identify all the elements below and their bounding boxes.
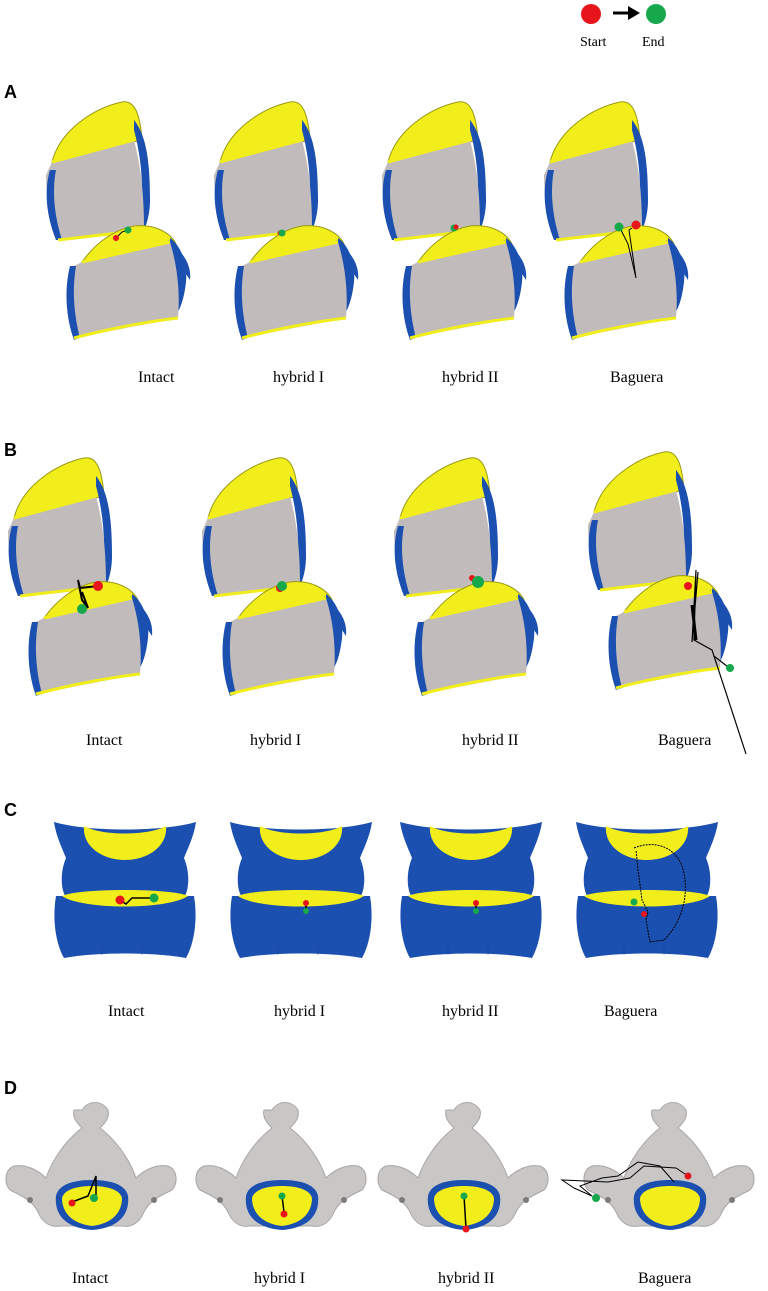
panel-c-hybrid2-model — [399, 821, 543, 959]
panel-d: D Intact hybrid I hybrid II Bagu — [4, 1078, 755, 1287]
start-marker — [113, 235, 119, 241]
legend: Start End — [580, 4, 666, 50]
panel-a-label-intact: Intact — [138, 369, 175, 386]
start-marker — [68, 1199, 76, 1207]
motion-path — [633, 844, 686, 943]
panel-c-label-intact: Intact — [108, 1003, 145, 1020]
panel-d-label-hybrid1: hybrid I — [254, 1270, 305, 1287]
start-marker — [115, 895, 125, 905]
panel-b-label-baguera: Baguera — [658, 732, 711, 749]
panel-a-letter: A — [4, 82, 17, 102]
panel-d-label-intact: Intact — [72, 1270, 109, 1287]
legend-end-label: End — [642, 35, 665, 50]
start-marker — [684, 582, 692, 590]
panel-c-hybrid1-model — [229, 821, 373, 959]
motion-path — [77, 579, 99, 609]
panel-b-intact-model — [6, 456, 154, 698]
legend-end-dot — [646, 4, 666, 24]
end-marker — [473, 908, 479, 914]
panel-c: C Intact hybrid I hybrid II Bagu — [4, 800, 719, 1020]
panel-a-label-hybrid1: hybrid I — [273, 369, 324, 386]
panel-a-hybrid2-model — [380, 100, 528, 342]
panel-a-label-baguera: Baguera — [610, 369, 663, 386]
start-marker — [462, 1225, 470, 1233]
panel-b: B Intact hybrid I hybrid II Baguera — [4, 440, 747, 755]
panel-b-hybrid1-model — [200, 456, 348, 698]
panel-c-label-baguera: Baguera — [604, 1003, 657, 1020]
end-marker — [149, 893, 159, 903]
panel-d-hybrid2-model — [377, 1102, 549, 1233]
panel-d-intact-model — [5, 1102, 177, 1231]
panel-b-label-hybrid2: hybrid II — [462, 732, 518, 749]
motion-path — [619, 227, 637, 279]
end-marker — [124, 226, 132, 234]
panel-a-hybrid1-model — [212, 100, 360, 342]
start-marker — [684, 1172, 692, 1180]
end-marker — [77, 604, 87, 614]
end-marker — [630, 898, 638, 906]
start-marker — [280, 1210, 288, 1218]
panel-b-label-intact: Intact — [86, 732, 123, 749]
motion-path — [71, 1175, 97, 1203]
start-marker — [303, 900, 309, 906]
panel-a: A Intact hybrid I hybrid II Baguera — [4, 82, 690, 386]
end-marker — [460, 1192, 468, 1200]
panel-b-label-hybrid1: hybrid I — [250, 732, 301, 749]
start-marker — [93, 581, 103, 591]
end-marker — [726, 664, 734, 672]
legend-start-dot — [581, 4, 601, 24]
start-marker — [453, 224, 459, 230]
end-marker — [303, 908, 309, 914]
panel-d-label-baguera: Baguera — [638, 1270, 691, 1287]
panel-a-label-hybrid2: hybrid II — [442, 369, 498, 386]
panel-d-letter: D — [4, 1078, 17, 1098]
panel-c-baguera-model — [575, 821, 719, 959]
end-marker — [592, 1194, 600, 1202]
panel-b-letter: B — [4, 440, 17, 460]
start-marker — [473, 900, 479, 906]
panel-c-letter: C — [4, 800, 17, 820]
panel-d-label-hybrid2: hybrid II — [438, 1270, 494, 1287]
motion-path — [560, 1161, 689, 1197]
motion-path — [691, 569, 747, 755]
end-marker — [277, 581, 287, 591]
panel-c-label-hybrid1: hybrid I — [274, 1003, 325, 1020]
panel-a-baguera-model — [542, 100, 690, 342]
start-marker — [641, 911, 647, 917]
panel-d-baguera-model — [560, 1102, 755, 1231]
panel-a-intact-model — [44, 100, 192, 342]
end-marker — [472, 576, 484, 588]
start-marker — [631, 220, 641, 230]
panel-b-baguera-model — [586, 450, 747, 755]
legend-arrow-head — [628, 6, 640, 20]
end-marker — [278, 1192, 286, 1200]
end-marker — [278, 229, 286, 237]
end-marker — [90, 1194, 98, 1202]
end-marker — [614, 222, 624, 232]
panel-d-hybrid1-model — [195, 1102, 367, 1231]
panel-b-hybrid2-model — [392, 456, 540, 698]
legend-start-label: Start — [580, 35, 607, 50]
panel-c-intact-model — [53, 821, 197, 959]
panel-c-label-hybrid2: hybrid II — [442, 1003, 498, 1020]
